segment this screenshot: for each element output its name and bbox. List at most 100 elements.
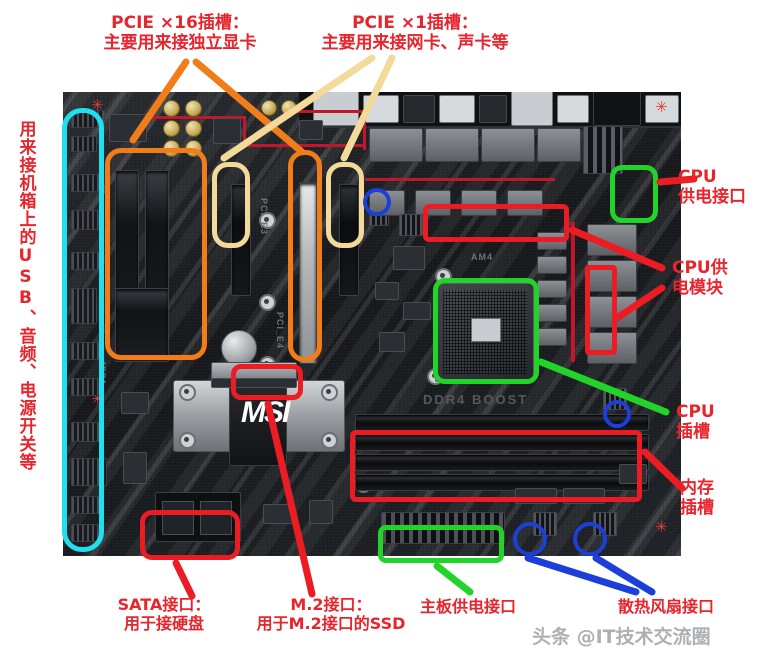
highlight-pcie-x1-right xyxy=(326,162,364,248)
vrm-heatsink-block xyxy=(369,128,423,162)
capacitor xyxy=(281,100,297,116)
motherboard-photo: ✳ ✳ ✳ ✳ ✳ PCI_E xyxy=(63,92,681,556)
capacitor xyxy=(261,100,277,116)
highlight-sys-fan-header-1 xyxy=(513,522,547,556)
rear-io-hdmi xyxy=(439,95,475,123)
vrm-heatsink-block xyxy=(425,128,479,162)
leader-sata xyxy=(172,559,196,600)
highlight-dimm-slots xyxy=(350,430,642,502)
highlight-pcie-x16-center xyxy=(288,150,322,362)
rear-io-lan xyxy=(511,92,553,126)
highlight-cpu-fan-header xyxy=(603,400,631,428)
label-cpu-vrm: CPU供 电模块 xyxy=(672,258,758,298)
label-cpu-power: CPU 供电接口 xyxy=(678,167,760,207)
label-pcie-x1-desc: 主要用来接网卡、声卡等 xyxy=(321,33,509,54)
label-cpu-socket-line2: 插槽 xyxy=(676,422,710,443)
label-cpu-power-line2: 供电接口 xyxy=(678,187,746,208)
highlight-front-panel-headers xyxy=(62,108,104,552)
label-cpu-vrm-line1: CPU供 xyxy=(672,258,728,278)
highlight-pcie-x1-left xyxy=(212,162,250,248)
sata-port-group xyxy=(155,492,241,542)
vrm-mosfet xyxy=(415,190,451,216)
silkscreen-text: AM4 xyxy=(471,252,494,262)
label-m2-desc: 用于M.2接口的SSD xyxy=(256,613,406,633)
pcie-x16-slot-tail xyxy=(115,288,169,362)
label-pcie-x16-desc: 主要用来接独立显卡 xyxy=(103,33,257,54)
heatsink-screw xyxy=(321,384,338,401)
ic-chip xyxy=(109,114,147,142)
rear-io-usb-b xyxy=(403,95,435,123)
label-cpu-socket: CPU 插槽 xyxy=(676,402,756,442)
label-atx-power: 主板供电接口 xyxy=(419,597,516,616)
highlight-m2-slot xyxy=(231,364,303,400)
cpu-socket xyxy=(435,282,535,382)
cmos-battery xyxy=(221,330,257,366)
decorative-star: ✳ xyxy=(91,97,104,114)
highlight-cpu-power-connector xyxy=(610,165,658,223)
vrm-choke xyxy=(537,328,567,346)
vrm-mosfet xyxy=(461,190,497,216)
highlight-pump-fan-header xyxy=(363,188,391,216)
front-panel-header xyxy=(71,288,97,324)
label-m2-title: M.2接口： xyxy=(290,595,372,614)
ic-chip xyxy=(309,500,333,524)
label-pcie-x1: PCIE ×1插槽： 主要用来接网卡、声卡等 xyxy=(295,13,535,53)
label-memory-slots: 内存 插槽 xyxy=(680,478,758,518)
leader-atx xyxy=(433,562,474,596)
vrm-choke xyxy=(537,256,567,274)
silkscreen-text: PCI_E3 xyxy=(259,198,269,236)
ic-chip xyxy=(375,282,399,300)
mounting-screw-hole xyxy=(259,294,276,311)
capacitor xyxy=(185,100,202,117)
label-fan-headers: 散热风扇接口 xyxy=(617,597,714,616)
capacitor xyxy=(163,120,180,137)
vrm-mosfet xyxy=(507,190,543,216)
pcb-red-trace xyxy=(571,222,575,362)
highlight-sata-ports xyxy=(140,510,240,560)
leader-fan-a xyxy=(524,554,640,596)
ic-chip xyxy=(121,392,149,414)
label-front-panel: 用来接机箱上的USB、音频、电源开关等 xyxy=(15,120,36,471)
ic-chip xyxy=(213,118,241,144)
highlight-sys-fan-header-2 xyxy=(573,522,607,556)
pcb-red-trace xyxy=(243,144,363,147)
highlight-cpu-vrm-row xyxy=(423,204,569,242)
ic-chip xyxy=(299,120,323,140)
rear-io-audio-stack xyxy=(593,92,641,126)
pcie-x16-slot-3 xyxy=(299,182,317,364)
label-m2: M.2接口： 用于M.2接口的SSD xyxy=(246,595,416,634)
rear-io-dvi xyxy=(479,95,507,123)
ic-chip xyxy=(123,452,147,484)
pcb-red-trace xyxy=(295,110,365,113)
mounting-screw-hole xyxy=(259,212,276,229)
pcb-red-trace xyxy=(243,116,246,146)
ic-chip xyxy=(393,246,425,270)
label-cpu-socket-line1: CPU xyxy=(676,402,715,422)
vrm-choke xyxy=(537,304,567,322)
front-panel-header xyxy=(71,252,103,270)
ic-chip xyxy=(403,302,431,320)
vrm-heatsink-block xyxy=(537,128,581,162)
rear-io-usb-a xyxy=(363,95,399,123)
label-memory-line1: 内存 xyxy=(680,478,714,498)
pcb-red-trace xyxy=(365,178,555,181)
label-memory-line2: 插槽 xyxy=(680,498,714,519)
highlight-pcie-x16-left xyxy=(105,148,207,360)
ic-chip xyxy=(263,504,293,524)
highlight-cpu-socket xyxy=(433,278,539,384)
front-panel-header xyxy=(71,136,97,152)
capacitor xyxy=(163,100,180,117)
front-panel-header xyxy=(71,422,103,442)
vrm-heatsink-block xyxy=(481,128,535,162)
silkscreen-ddr4-boost: DDR4 BOOST xyxy=(423,392,529,407)
m2-standoff xyxy=(211,378,297,388)
vrm-heatsink-block xyxy=(587,224,637,256)
watermark: 头条 @IT技术交流圈 xyxy=(532,626,711,648)
label-sata-title: SATA接口： xyxy=(117,595,211,614)
decorative-star: ✳ xyxy=(655,519,668,536)
highlight-cpu-vrm-column xyxy=(585,265,617,355)
silkscreen-text: PCI_E4 xyxy=(275,312,285,350)
front-panel-header xyxy=(71,496,103,514)
socket-center-marking xyxy=(471,318,501,342)
